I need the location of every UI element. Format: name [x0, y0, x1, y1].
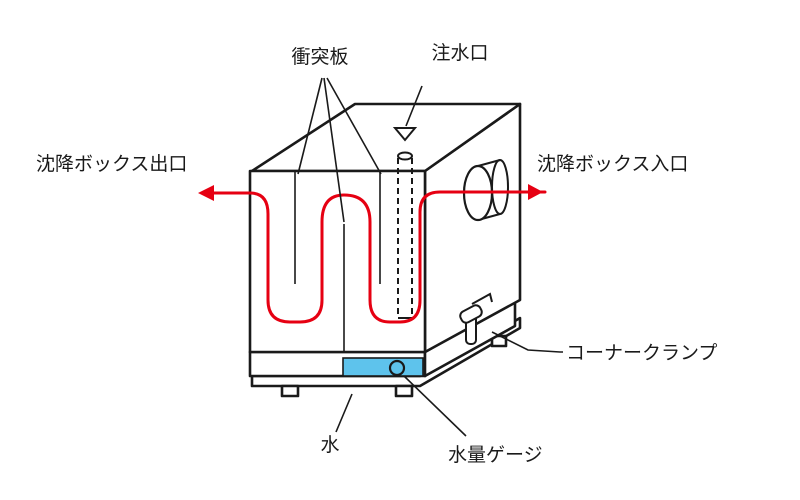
label-fill-port: 注水口 — [431, 42, 488, 64]
foot — [394, 384, 414, 398]
water-fill — [342, 357, 424, 377]
settling-box — [248, 102, 522, 398]
airflow-path — [210, 190, 547, 324]
label-water: 水 — [320, 434, 339, 456]
label-corner-clamp: コーナークランプ — [566, 342, 717, 364]
fill-tube — [397, 151, 413, 319]
funnel-icon — [392, 127, 418, 142]
label-baffle: 衝突板 — [291, 46, 348, 68]
label-water-gauge: 水量ゲージ — [448, 444, 543, 466]
water-gauge-indicator — [388, 359, 406, 377]
foot — [280, 384, 300, 398]
inlet-arrowhead — [528, 184, 543, 200]
leader-lines — [297, 77, 563, 437]
label-inlet: 沈降ボックス入口 — [537, 153, 688, 175]
outlet-arrowhead — [198, 185, 214, 201]
corner-clamp — [459, 292, 493, 345]
label-outlet: 沈降ボックス出口 — [36, 153, 187, 175]
